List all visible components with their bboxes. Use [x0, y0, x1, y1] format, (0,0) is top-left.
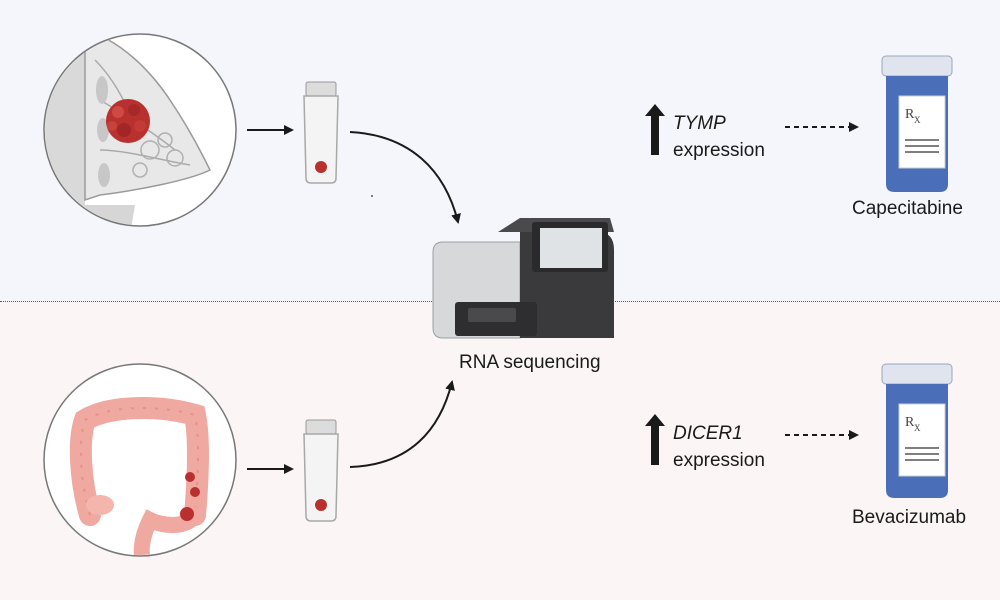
rx-subscript: X [914, 423, 921, 433]
bottom-expression-label: expression [673, 450, 765, 471]
sample-tube-icon [303, 419, 339, 522]
bottom-gene-label: DICER1 [673, 423, 743, 444]
up-arrow-icon [645, 104, 665, 155]
sequencer-label: RNA sequencing [459, 352, 601, 373]
arrow-tube-to-sequencer-bottom [349, 380, 455, 468]
sample-tube-icon [303, 81, 339, 184]
colon-tumor-icon [43, 363, 237, 557]
pill-bottle-icon: R X [881, 55, 953, 192]
arrow-tube-to-sequencer-top [349, 131, 461, 224]
bottom-drug-label: Bevacizumab [852, 507, 967, 528]
pill-bottle-icon: R X [881, 363, 953, 498]
tumor-mass [106, 99, 150, 143]
up-arrow-icon [645, 414, 665, 465]
rx-symbol: R [905, 107, 915, 122]
rx-symbol: R [905, 415, 915, 430]
top-gene-label: TYMP [673, 113, 726, 134]
top-drug-label: Capecitabine [852, 198, 963, 219]
rx-subscript: X [914, 115, 921, 125]
sequencer-icon [432, 218, 614, 339]
breast-tumor-icon [43, 33, 237, 227]
top-expression-label: expression [673, 140, 765, 161]
